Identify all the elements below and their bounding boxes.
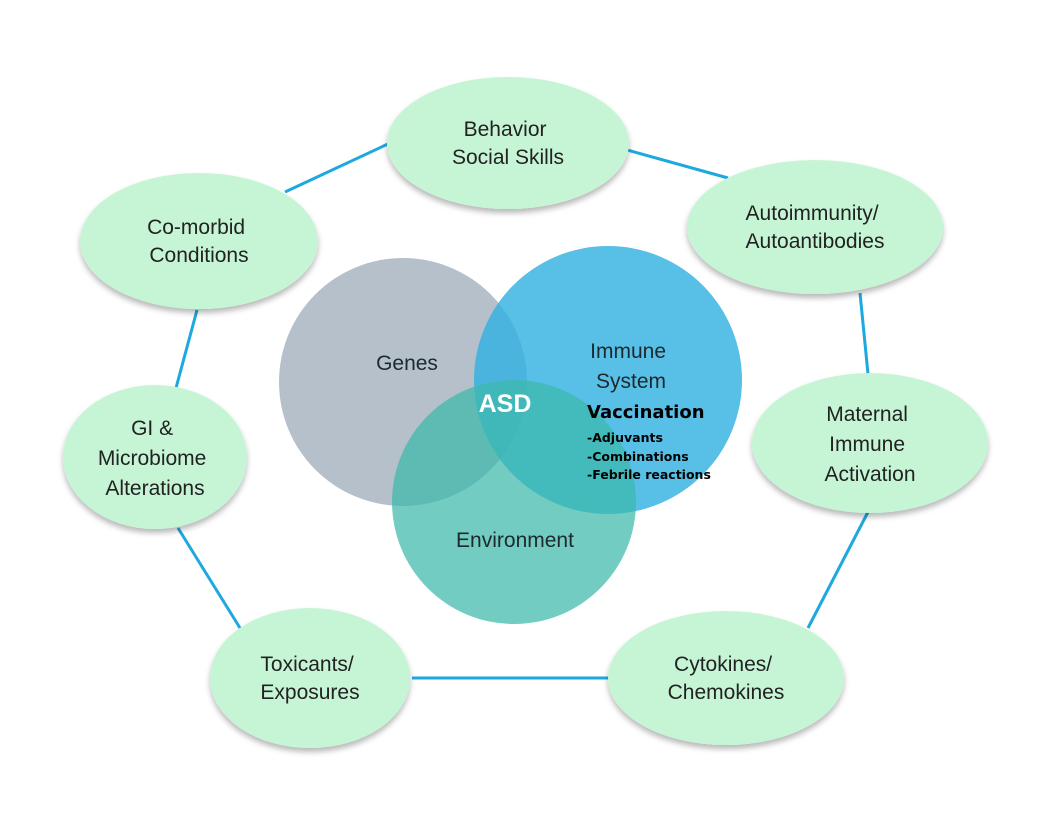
node-co-morbid-conditions: Co-morbid Conditions bbox=[80, 173, 318, 309]
environment-label: Environment bbox=[456, 529, 574, 552]
node-autoimmunity-autoantibodies: Autoimmunity/ Autoantibodies bbox=[687, 160, 943, 294]
venn-diagram bbox=[279, 246, 742, 624]
environment-circle bbox=[392, 380, 636, 624]
connector-line bbox=[806, 511, 870, 629]
vaccination-item: -Combinations bbox=[587, 449, 689, 464]
svg-text:GI & Microbiome: GI & Microbiome Alterations bbox=[98, 417, 212, 500]
svg-text:Maternal Immune: Maternal Immune Activation bbox=[824, 403, 915, 486]
vaccination-item: -Febrile reactions bbox=[587, 467, 711, 482]
svg-text:Co-morbid Conditions: Co-morbid Conditions bbox=[147, 216, 251, 267]
node-maternal-immune-activation: Maternal Immune Activation bbox=[752, 373, 988, 513]
vaccination-title: Vaccination bbox=[587, 402, 705, 423]
vaccination-item: -Adjuvants bbox=[587, 430, 663, 445]
node-gi-microbiome-alterations: GI & Microbiome Alterations bbox=[63, 385, 247, 529]
immune-system-label: Immune System bbox=[590, 340, 672, 393]
outer-nodes: Behavior Social Skills Autoimmunity/ Aut… bbox=[63, 77, 988, 748]
connector-line bbox=[176, 527, 242, 629]
connector-line bbox=[619, 146, 729, 180]
svg-text:Behavior Social Skills: Behavior Social Skills bbox=[452, 118, 564, 169]
connector-lines bbox=[174, 141, 870, 680]
node-cytokines-chemokines: Cytokines/ Chemokines bbox=[608, 611, 844, 745]
genes-label: Genes bbox=[376, 352, 438, 375]
asd-label: ASD bbox=[479, 390, 532, 418]
node-toxicants-exposures: Toxicants/ Exposures bbox=[210, 608, 410, 748]
node-behavior-social-skills: Behavior Social Skills bbox=[387, 77, 629, 209]
svg-text:Cytokines/ Chemokines: Cytokines/ Chemokines bbox=[668, 653, 785, 704]
connector-line bbox=[174, 309, 199, 389]
svg-text:Toxicants/ Exposures: Toxicants/ Exposures bbox=[260, 653, 359, 704]
connector-line bbox=[858, 292, 870, 375]
svg-text:Autoimmunity/ Autoanti: Autoimmunity/ Autoantibodies bbox=[746, 202, 885, 253]
connector-line bbox=[284, 141, 391, 194]
vaccination-annotation: Vaccination -Adjuvants -Combinations -Fe… bbox=[587, 402, 711, 482]
